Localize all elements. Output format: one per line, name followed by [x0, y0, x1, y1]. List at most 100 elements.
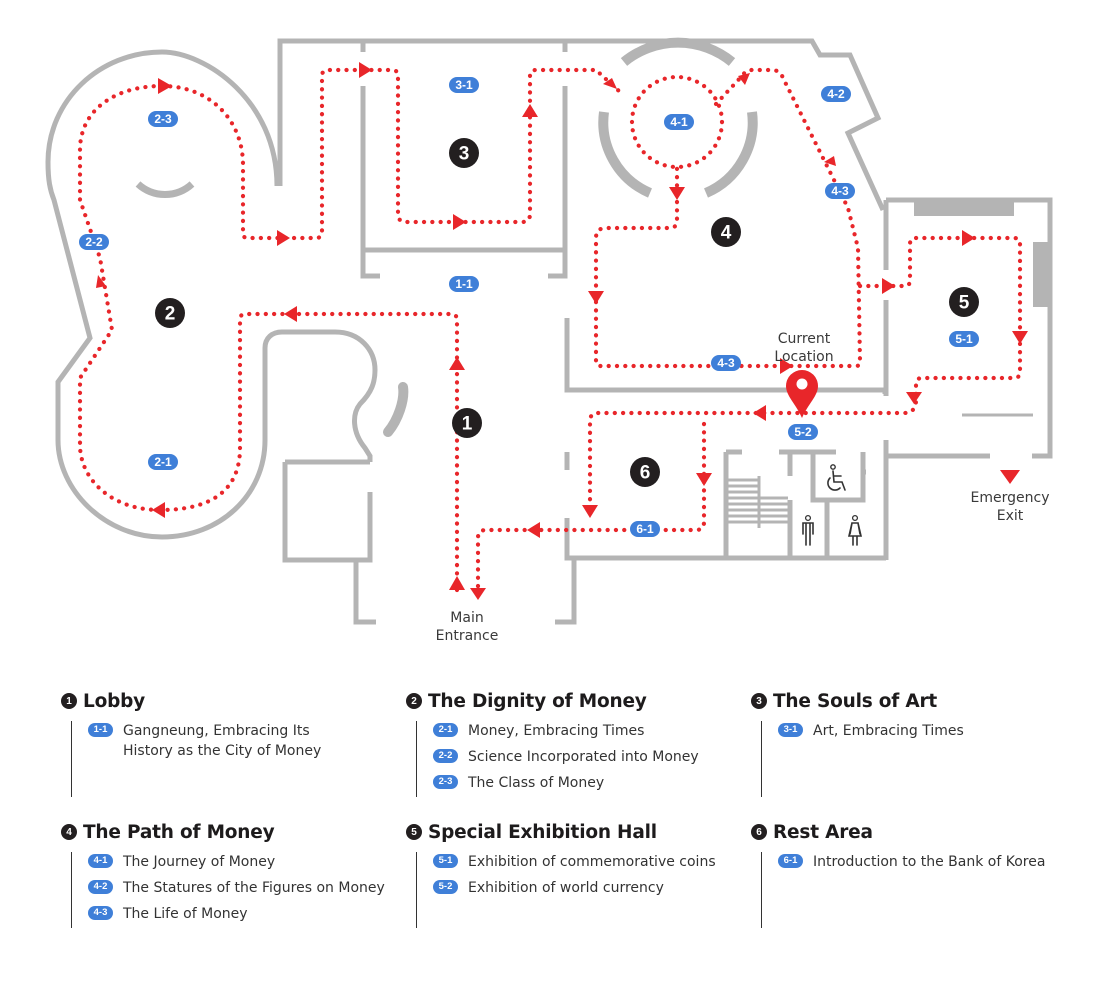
- badge-6-1[interactable]: 6-1: [630, 521, 660, 537]
- legend-title: Lobby: [83, 690, 146, 712]
- item-code-badge: 2-3: [433, 775, 458, 789]
- emergency-exit-label-2: Exit: [997, 508, 1024, 524]
- zone-marker-6[interactable]: 6: [630, 457, 660, 487]
- svg-text:6-1: 6-1: [636, 522, 654, 536]
- svg-text:4-3: 4-3: [717, 356, 735, 370]
- zone-marker-2[interactable]: 2: [155, 298, 185, 328]
- svg-text:4: 4: [721, 223, 732, 244]
- wall-top: [277, 38, 886, 212]
- wall-zone-2: [45, 49, 378, 540]
- item-code-badge: 2-2: [433, 749, 458, 763]
- badge-2-2[interactable]: 2-2: [79, 234, 109, 250]
- route-arrow: [449, 357, 465, 370]
- badge-4-1[interactable]: 4-1: [664, 114, 694, 130]
- svg-text:6: 6: [640, 463, 651, 484]
- route-arrow: [470, 588, 486, 600]
- legend-item-text: Science Incorporated into Money: [468, 749, 699, 765]
- legend-title: The Souls of Art: [773, 690, 938, 712]
- legend-item[interactable]: 2-2 Science Incorporated into Money: [433, 747, 736, 773]
- floor-plan-map: 3-1 1-1 2-3 2-2 2-1 4-1 4-2 4-3 4-3 5-1 …: [45, 37, 1053, 644]
- badge-2-3[interactable]: 2-3: [148, 111, 178, 127]
- route-arrow: [753, 405, 766, 421]
- route-arrow: [882, 278, 895, 294]
- svg-text:4-3: 4-3: [831, 184, 849, 198]
- zone-marker-3[interactable]: 3: [449, 138, 479, 168]
- item-code-badge: 4-3: [88, 906, 113, 920]
- svg-text:2: 2: [165, 304, 176, 325]
- female-restroom-icon: [847, 514, 863, 546]
- route-arrow: [449, 576, 465, 590]
- zone-number-badge: 2: [406, 693, 422, 709]
- legend-item-text: Money, Embracing Times: [468, 723, 645, 739]
- badge-3-1[interactable]: 3-1: [449, 77, 479, 93]
- legend-item-text: Introduction to the Bank of Korea: [813, 854, 1046, 870]
- zone-number-badge: 5: [406, 824, 422, 840]
- badge-4-2[interactable]: 4-2: [821, 86, 851, 102]
- route-arrow: [738, 73, 750, 85]
- route-arrow: [1012, 331, 1028, 344]
- legend-item-text: Art, Embracing Times: [813, 723, 964, 739]
- male-restroom-icon: [802, 514, 814, 546]
- svg-text:5-1: 5-1: [955, 332, 973, 346]
- legend-title: The Path of Money: [83, 821, 275, 843]
- route-arrow: [158, 78, 172, 94]
- route-arrow: [359, 62, 372, 78]
- route-arrow: [277, 230, 290, 246]
- item-code-badge: 6-1: [778, 854, 803, 868]
- curved-wall-lobby: [383, 382, 409, 437]
- route-arrow: [96, 275, 106, 288]
- svg-text:2-1: 2-1: [154, 455, 172, 469]
- legend-item-text: Exhibition of commemorative coins: [468, 854, 716, 870]
- route-arrow: [696, 473, 712, 486]
- svg-text:2-2: 2-2: [85, 235, 103, 249]
- tour-route: [77, 62, 1028, 600]
- legend-title: The Dignity of Money: [428, 690, 647, 712]
- svg-text:1-1: 1-1: [455, 277, 473, 291]
- badge-2-1[interactable]: 2-1: [148, 454, 178, 470]
- item-code-badge: 4-2: [88, 880, 113, 894]
- legend-item[interactable]: 5-1 Exhibition of commemorative coins: [433, 852, 746, 878]
- badge-5-1[interactable]: 5-1: [949, 331, 979, 347]
- wheelchair-icon: [827, 464, 846, 491]
- legend-item-text: The Statures of the Figures on Money: [123, 880, 385, 896]
- legend-item[interactable]: 3-1 Art, Embracing Times: [778, 721, 1091, 747]
- route-arrow: [453, 214, 466, 230]
- svg-text:4-2: 4-2: [827, 87, 845, 101]
- legend-title: Rest Area: [773, 821, 873, 843]
- badge-4-3-lower[interactable]: 4-3: [711, 355, 741, 371]
- current-location-label-2: Location: [774, 349, 833, 365]
- zone-marker-1[interactable]: 1: [452, 408, 482, 438]
- route-arrow: [152, 502, 165, 518]
- item-code-badge: 4-1: [88, 854, 113, 868]
- route-arrow: [824, 156, 836, 166]
- legend-item[interactable]: 4-2 The Statures of the Figures on Money: [88, 878, 401, 904]
- item-code-badge: 5-1: [433, 854, 458, 868]
- item-code-badge: 3-1: [778, 723, 803, 737]
- stairs-icon: [728, 476, 788, 528]
- zone-marker-4[interactable]: 4: [711, 217, 741, 247]
- route-arrow: [588, 291, 604, 304]
- badge-1-1[interactable]: 1-1: [449, 276, 479, 292]
- location-pin-icon: [786, 370, 818, 418]
- badge-5-2[interactable]: 5-2: [788, 424, 818, 440]
- current-location-label: Current: [778, 331, 831, 347]
- badge-4-3[interactable]: 4-3: [825, 183, 855, 199]
- emergency-exit-label: Emergency: [971, 490, 1050, 506]
- route-arrow: [582, 505, 598, 518]
- walls: [45, 37, 1053, 625]
- zone-marker-5[interactable]: 5: [949, 287, 979, 317]
- legend-item-text: Exhibition of world currency: [468, 880, 664, 896]
- emergency-exit-arrow: [1000, 470, 1020, 484]
- arc-zone-2: [135, 181, 195, 198]
- route-arrow: [669, 187, 685, 200]
- legend-item[interactable]: 6-1 Introduction to the Bank of Korea: [778, 852, 1096, 878]
